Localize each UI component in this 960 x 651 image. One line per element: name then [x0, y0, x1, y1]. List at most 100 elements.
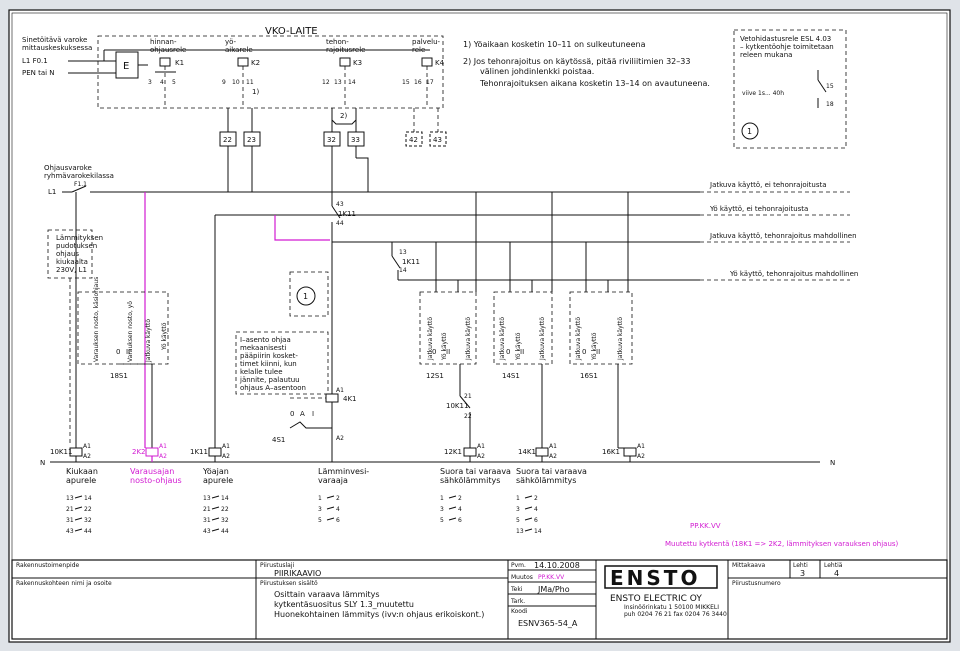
note-3: välinen johdinlenkki poistaa. [480, 67, 594, 76]
terminal-23: 23 [247, 136, 256, 144]
contact-symbol [211, 528, 220, 532]
svg-text:pudotuksen: pudotuksen [56, 242, 97, 250]
sheet-count: 4 [834, 569, 839, 578]
contact-symbol [524, 517, 533, 521]
note-1: 1) Yöaikaan kosketin 10–11 on sulkeutune… [463, 40, 646, 49]
terminal-boxes: 22 23 32 33 42 43 2) [219, 108, 447, 147]
svg-text:hinnan-: hinnan- [150, 38, 177, 46]
svg-text:A1: A1 [222, 443, 230, 450]
vko-title: VKO-LAITE [265, 26, 318, 37]
svg-text:Lehti: Lehti [793, 562, 808, 569]
pen-label: PEN tai N [22, 69, 55, 77]
svg-text:Pvm.: Pvm. [511, 562, 526, 569]
svg-text:A2: A2 [336, 435, 344, 442]
svg-text:Yöajan: Yöajan [202, 467, 229, 476]
revision-mark: PP.KK.VV [690, 522, 721, 530]
relay-k2-name: K2 [251, 59, 260, 67]
svg-text:kiukaalta: kiukaalta [56, 258, 88, 266]
contact-terminal: 14 [84, 495, 92, 502]
contact-symbol [211, 506, 220, 510]
svg-text:pääpiirin kosket-: pääpiirin kosket- [240, 352, 298, 360]
svg-text:A1: A1 [549, 443, 557, 450]
svg-text:Mittakaava: Mittakaava [732, 562, 765, 569]
coil-10k11: 10K11 A1 A2 Kiukaan apurele [50, 443, 98, 485]
coils: 10K11 A1 A2 Kiukaan apurele 2K2 A1 A2 Va… [50, 436, 645, 485]
svg-text:17: 17 [426, 79, 434, 86]
svg-text:Yö käyttö: Yö käyttö [515, 332, 522, 361]
svg-text:Jatkuva käyttö: Jatkuva käyttö [575, 317, 582, 361]
switch-4s1: 4S1 [272, 436, 285, 444]
svg-text:Teki: Teki [510, 586, 523, 593]
contact-symbol [74, 517, 83, 521]
terminal-43: 43 [433, 136, 442, 144]
contact-symbol [74, 528, 83, 532]
svg-text:kytkentäsuositus SLY 1.3_muute: kytkentäsuositus SLY 1.3_muutettu [274, 600, 414, 609]
svg-text:A1: A1 [159, 443, 167, 450]
svg-text:Koodi: Koodi [511, 608, 528, 615]
ensto-logo: ENSTO [604, 565, 718, 590]
contact-terminal: 13 [516, 528, 524, 535]
svg-text:9: 9 [222, 79, 226, 86]
svg-text:II: II [596, 348, 600, 356]
contact-symbol [74, 495, 83, 499]
svg-text:I–asento ohjaa: I–asento ohjaa [240, 336, 291, 344]
contact-terminal: 21 [203, 506, 211, 513]
title-block: Rakennustoimenpide Rakennuskohteen nimi … [11, 559, 948, 640]
switch-group-16: Jatkuva käyttö Yö käyttö Jatkuva käyttö … [569, 291, 633, 380]
coil-water-heater: Lämminvesi- varaaja [318, 436, 369, 485]
svg-text:10: 10 [232, 79, 240, 86]
switch-group-14: Jatkuva käyttö Yö käyttö Jatkuva käyttö … [493, 291, 553, 380]
svg-text:21: 21 [464, 393, 472, 400]
contact-terminal: 6 [534, 517, 538, 524]
row1-label: Rakennustoimenpide [16, 562, 80, 569]
relay-k3-name: K3 [353, 59, 362, 67]
row2-label: Rakennuskohteen nimi ja osoite [16, 580, 112, 587]
svg-text:Jatkuva käyttö: Jatkuva käyttö [617, 317, 624, 361]
k11b-label: 1K11 [402, 258, 420, 266]
delay-relay-box: Vetohidastusrele ESL 4.03 – kytkentöohje… [733, 29, 847, 149]
contact-symbol [524, 495, 533, 499]
svg-text:1K11: 1K11 [190, 448, 208, 456]
contact-symbol [211, 495, 220, 499]
contact-terminal: 1 [440, 495, 444, 502]
contact-terminal: 1 [318, 495, 322, 502]
svg-text:230V, L1: 230V, L1 [56, 266, 87, 274]
svg-text:mekaanisesti: mekaanisesti [240, 344, 286, 352]
rail-1-label: Jatkuva käyttö, ei tehonrajoitusta [709, 181, 827, 189]
svg-text:A2: A2 [637, 453, 645, 460]
svg-text:palvelu-: palvelu- [412, 38, 441, 46]
svg-text:Osittain varaava lämmitys: Osittain varaava lämmitys [274, 590, 380, 599]
control-circuit: Ohjausvaroke ryhmävarokekilassa L1 F1.1 … [40, 146, 858, 467]
coil-1k11: 1K11 A1 A2 Yöajan apurele [190, 443, 233, 485]
contact-symbol [448, 495, 457, 499]
svg-text:Yö käyttö: Yö käyttö [441, 332, 448, 361]
svg-text:4: 4 [160, 79, 164, 86]
contact-terminal: 4 [458, 506, 462, 513]
note-2: 2) Jos tehonrajoitus on käytössä, pitää … [463, 57, 690, 66]
terminal-22: 22 [223, 136, 232, 144]
circuit-circle: 1 [303, 292, 308, 301]
svg-text:Vetohidastusrele ESL 4.03: Vetohidastusrele ESL 4.03 [740, 35, 831, 43]
date-value: 14.10.2008 [534, 561, 580, 570]
svg-text:10K11: 10K11 [50, 448, 72, 456]
svg-text:2K2: 2K2 [132, 448, 146, 456]
k10-contact-label: 10K11 [446, 402, 468, 410]
contact-terminal: 32 [84, 517, 92, 524]
svg-text:18: 18 [826, 101, 834, 108]
contact-terminal: 21 [66, 506, 74, 513]
svg-text:5: 5 [172, 79, 176, 86]
contact-terminal: 5 [440, 517, 444, 524]
notes: 1) Yöaikaan kosketin 10–11 on sulkeutune… [463, 40, 710, 88]
svg-text:Insinöörinkatu 1 50100 MIKKE: Insinöörinkatu 1 50100 MIKKELI [624, 604, 719, 611]
switch-12s1: 12S1 [426, 372, 444, 380]
n-label-left: N [40, 459, 45, 467]
company-name: ENSTO ELECTRIC OY [610, 594, 702, 604]
svg-text:A1: A1 [83, 443, 91, 450]
contact-symbol [74, 506, 83, 510]
k11a-label: 1K11 [338, 210, 356, 218]
svg-text:Jatkuva käyttö: Jatkuva käyttö [499, 317, 506, 361]
svg-text:43: 43 [336, 201, 344, 208]
svg-text:Suora tai varaava: Suora tai varaava [440, 467, 511, 476]
